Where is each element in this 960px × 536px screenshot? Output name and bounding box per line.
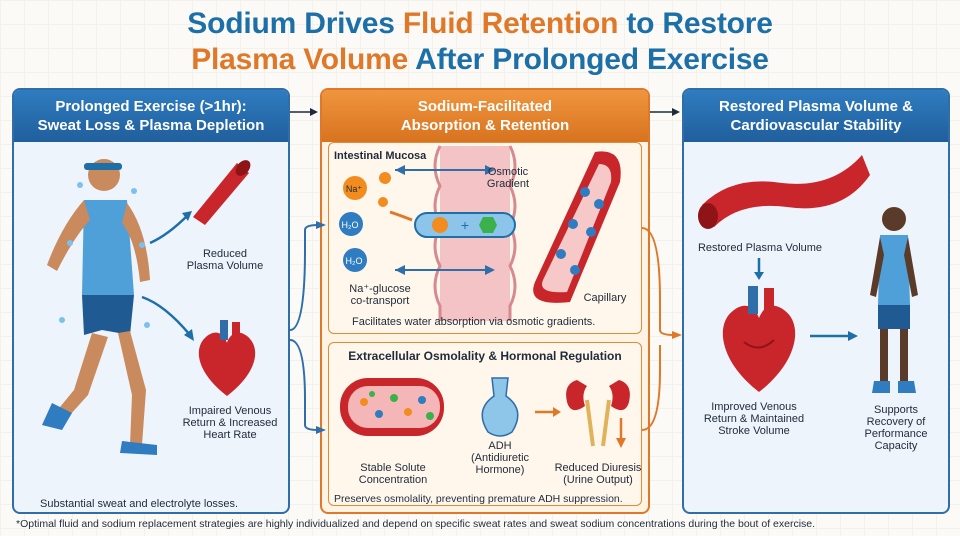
adh-gland-icon (481, 377, 519, 437)
title-segment: Fluid Retention (402, 7, 619, 40)
subpanel-absorption-footer: Facilitates water absorption via osmotic… (352, 316, 596, 328)
label-na-ion: Na⁺ (345, 184, 363, 194)
panel-left-header: Prolonged Exercise (>1hr): Sweat Loss & … (14, 90, 288, 142)
panel-middle-header: Sodium-Facilitated Absorption & Retentio… (322, 90, 648, 142)
subpanel-osmolality-heading: Extracellular Osmolality & Hormonal Regu… (348, 349, 622, 363)
capillary-icon (533, 151, 621, 303)
arrow-icon (810, 331, 858, 341)
title-segment: Sodium Drives (187, 7, 403, 40)
label-supports-recovery: Supports Recovery of Performance Capacit… (864, 404, 928, 452)
label-h2o-2: H₂O (345, 256, 363, 266)
label-intestinal-mucosa: Intestinal Mucosa (334, 150, 427, 162)
panel-right-header: Restored Plasma Volume & Cardiovascular … (684, 90, 948, 142)
athlete-icon (870, 207, 918, 393)
label-reduced-plasma: Reduced Plasma Volume (186, 248, 264, 272)
label-adh: ADH (Antidiuretic Hormone) (470, 440, 530, 476)
arrow-icon (754, 258, 764, 280)
title-segment: to Restore (618, 7, 773, 40)
label-stable-solute: Stable Solute Concentration (358, 462, 428, 486)
footnote: *Optimal fluid and sodium replacement st… (16, 518, 816, 530)
runner-icon (42, 159, 157, 455)
heart-icon (198, 320, 256, 396)
heart-icon (722, 286, 796, 392)
title-segment: Plasma Volume (191, 43, 409, 76)
molecules-icon (339, 172, 391, 272)
blood-vessel-icon (193, 160, 251, 225)
label-osmotic-gradient: Osmotic Gradient (486, 166, 530, 190)
transporter-icon: + (414, 212, 516, 238)
label-na-glucose-transport: Na⁺-glucose co-transport (349, 283, 411, 307)
label-reduced-diuresis: Reduced Diuresis (Urine Output) (554, 462, 642, 486)
title-segment: After Prolonged Exercise (408, 43, 769, 76)
label-improved-venous: Improved Venous Return & Maintained Stro… (703, 401, 805, 437)
flow-arrows-icon (389, 165, 495, 275)
arrow-icon (141, 295, 194, 341)
label-capillary: Capillary (583, 292, 627, 304)
arrow-icon (149, 211, 192, 245)
subpanel-osmolality-footer: Preserves osmolality, preventing prematu… (334, 493, 623, 505)
blood-vessel-icon (340, 378, 444, 436)
arrow-icon (535, 407, 561, 417)
label-h2o-1: H₂O (341, 220, 359, 230)
label-impaired-venous: Impaired Venous Return & Increased Heart… (182, 405, 278, 441)
blood-vessel-icon (698, 155, 870, 229)
kidney-icon (566, 380, 630, 448)
panel-left-footer: Substantial sweat and electrolyte losses… (40, 498, 239, 510)
label-restored-plasma: Restored Plasma Volume (697, 242, 823, 254)
page-title-line-2: Plasma Volume After Prolonged Exercise (0, 42, 960, 78)
page-title-line-1: Sodium Drives Fluid Retention to Restore (0, 6, 960, 42)
svg-text:+: + (461, 217, 469, 233)
